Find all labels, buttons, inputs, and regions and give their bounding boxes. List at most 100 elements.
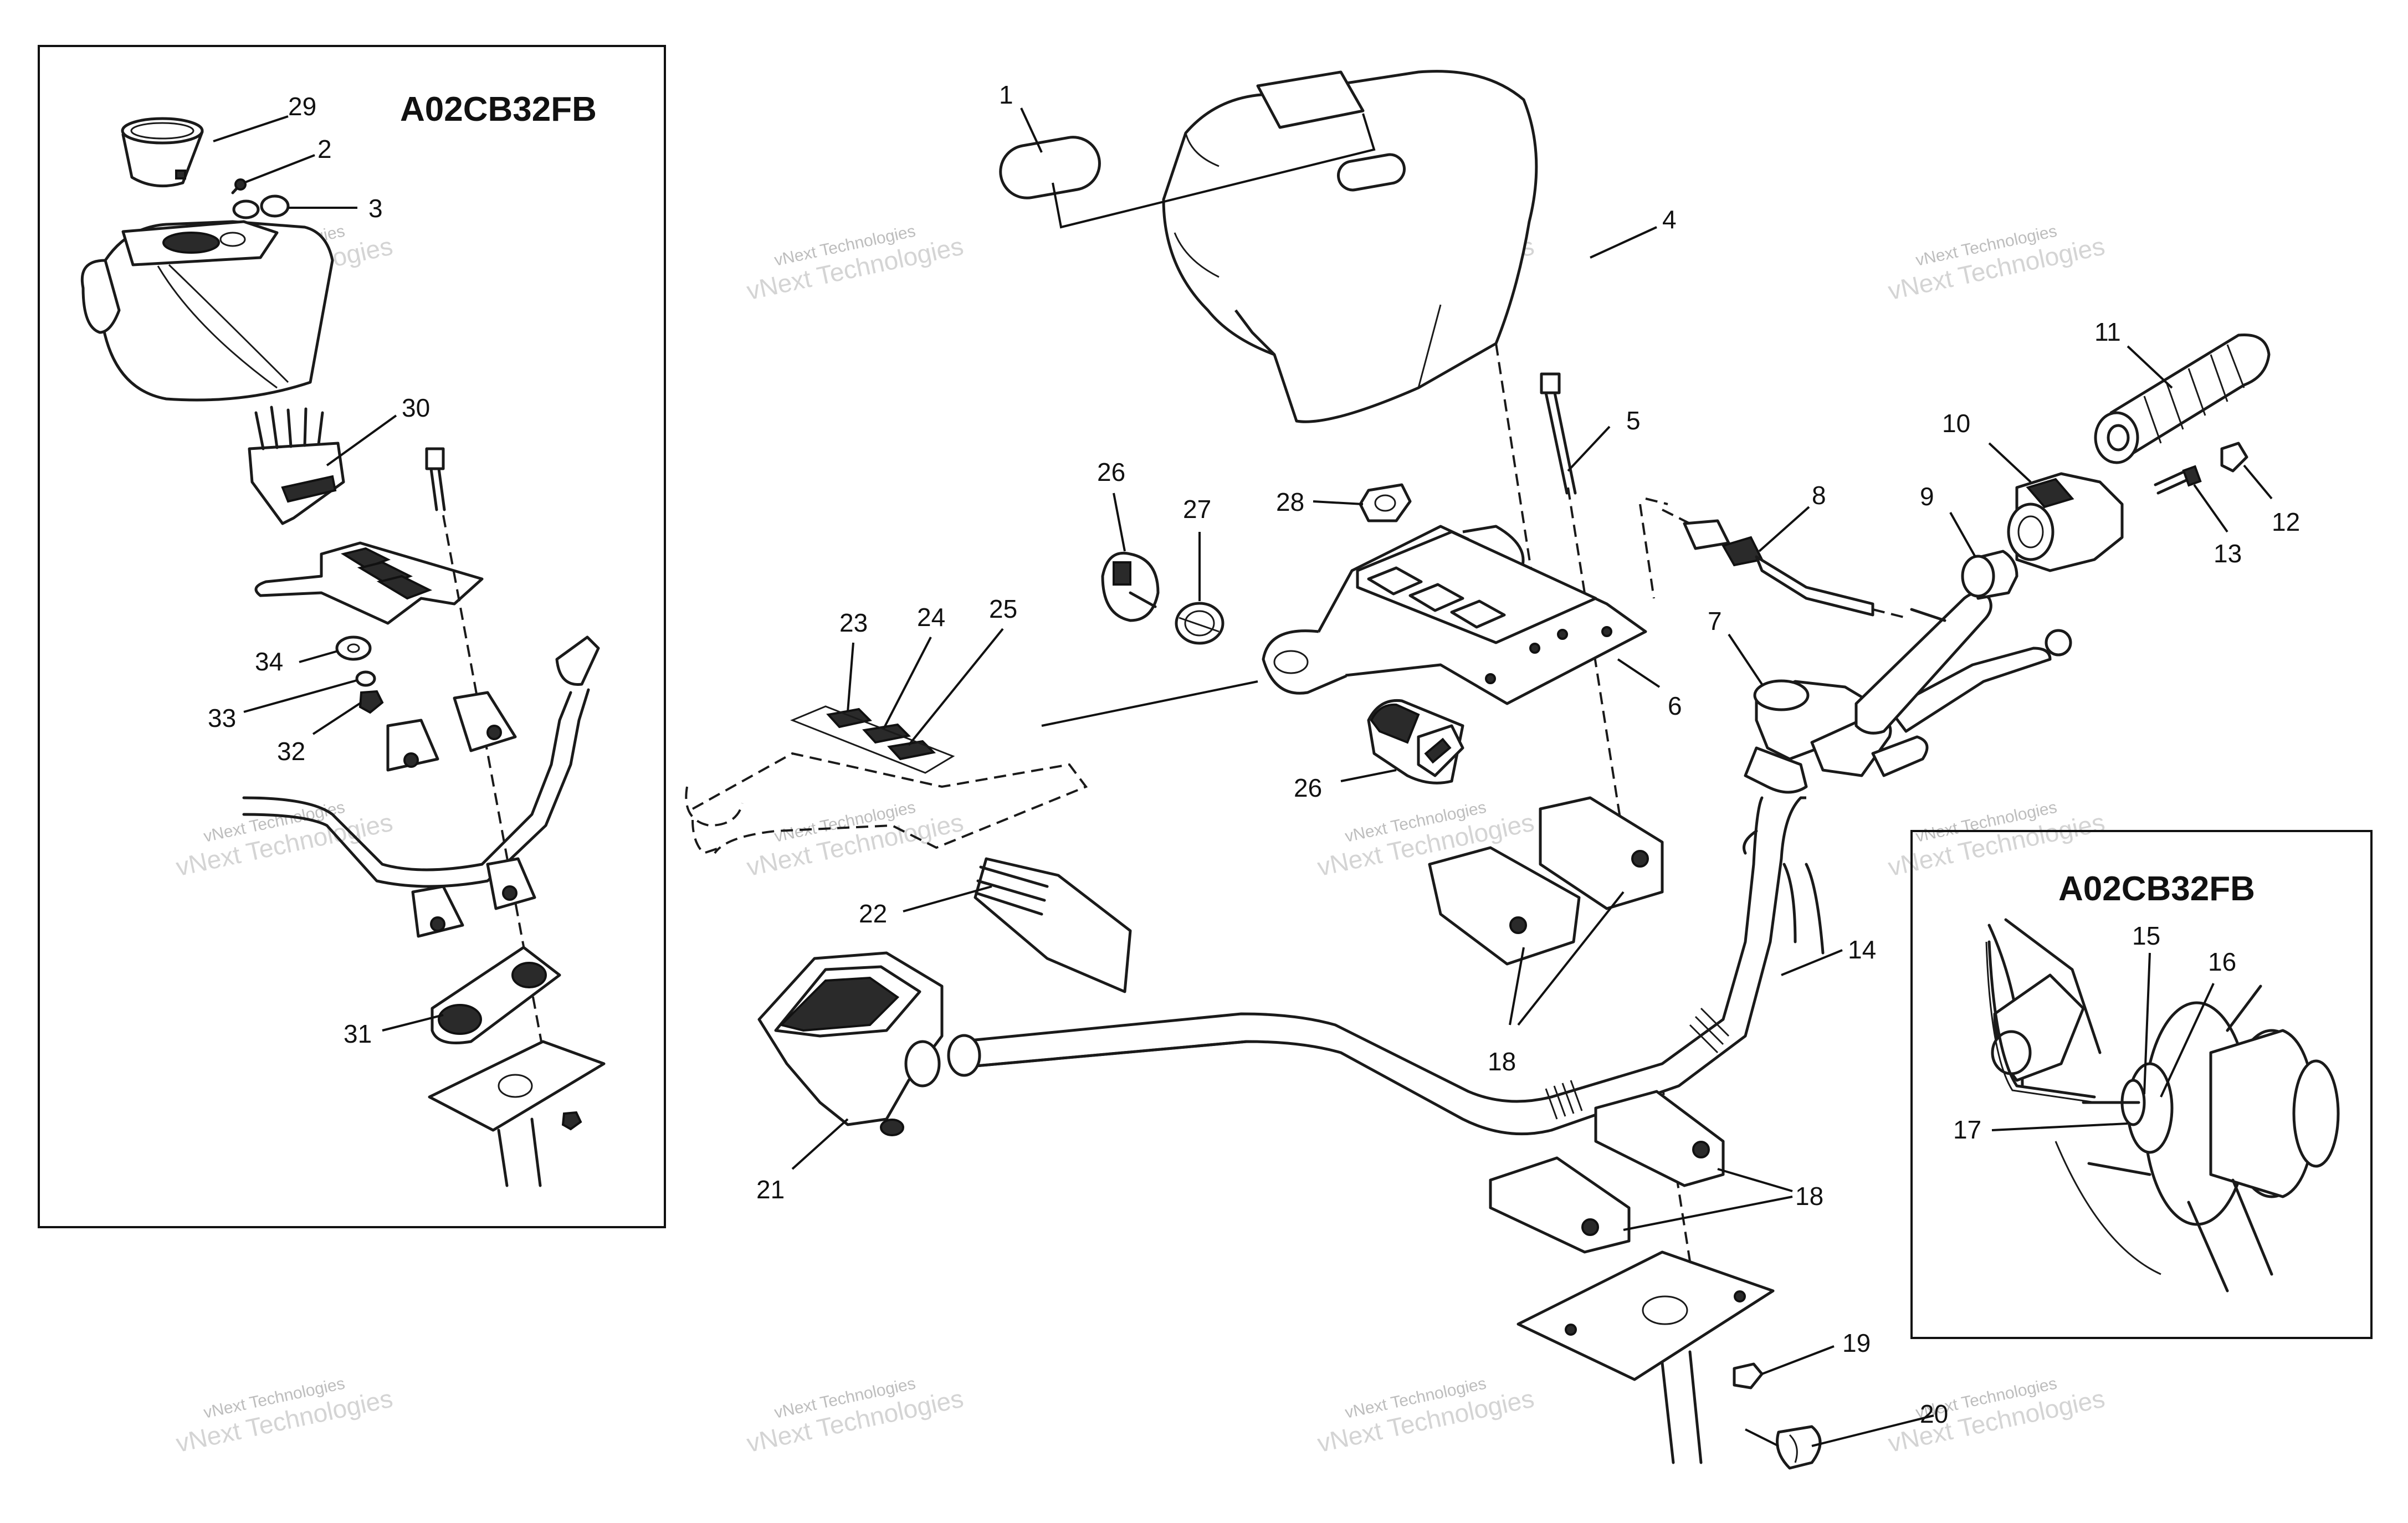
brake-lever-part	[1888, 629, 2072, 733]
callout-13: 13	[2214, 539, 2242, 568]
base-plate-part	[1516, 1250, 1775, 1464]
leader-18b-2	[1717, 1168, 1793, 1192]
inset-handlebar-part	[242, 635, 600, 888]
left-switch-housing-part	[757, 951, 944, 1136]
ignition-switch-part	[1101, 551, 1160, 622]
switch-assembly-part	[1367, 699, 1464, 784]
leader-11	[2127, 345, 2173, 389]
collar-part	[1961, 550, 2018, 600]
ribbon-cable-part	[974, 857, 1132, 993]
callout-33: 33	[208, 704, 236, 732]
leader-25	[908, 628, 1004, 746]
watermark: vNext Technologies vNext Technologies	[744, 798, 966, 882]
leader-33	[243, 679, 357, 713]
screw-part	[2154, 465, 2202, 495]
callout-26a: 26	[1097, 458, 1125, 486]
right-inset: A02CB32FB	[1910, 830, 2373, 1339]
leader-20	[1811, 1414, 1934, 1447]
callout-32: 32	[277, 737, 305, 766]
leader-10	[1988, 442, 2032, 483]
handlebar-cover-part	[1162, 70, 1538, 423]
bolt-part	[425, 447, 446, 511]
callout-9: 9	[1920, 482, 1934, 511]
end-cap-part	[2220, 442, 2248, 473]
leader-30	[326, 414, 397, 466]
leader-24	[883, 637, 932, 729]
brake-hub-part	[1985, 918, 2340, 1293]
leader-16	[2160, 983, 2215, 1098]
callout-14: 14	[1848, 935, 1876, 964]
leader-8	[1758, 506, 1810, 552]
callout-8: 8	[1812, 481, 1826, 510]
switch-decal-part	[685, 705, 1088, 855]
grip-pad-part	[999, 136, 1101, 199]
leader-18a-1	[1509, 947, 1525, 1025]
hex-nut-part	[1359, 483, 1412, 522]
watermark: vNext Technologies vNext Technologies	[1886, 222, 2107, 306]
leader-26b	[1340, 769, 1397, 782]
callout-23: 23	[839, 608, 868, 637]
callout-19: 19	[1842, 1329, 1871, 1357]
callout-22: 22	[859, 899, 887, 928]
cable-adjuster-part	[1662, 509, 1946, 622]
assembly-line	[1645, 498, 1668, 505]
callout-10: 10	[1942, 409, 1970, 438]
leader-9	[1949, 512, 1976, 557]
leader-12	[2243, 464, 2273, 500]
left-inset-title: A02CB32FB	[400, 90, 597, 129]
watermarks: vNext Technologies vNext Technologies vN…	[173, 222, 2107, 1458]
leader-13	[2193, 484, 2228, 533]
leader-7	[1728, 633, 1763, 685]
leader-18b-1	[1623, 1196, 1793, 1231]
assembly-line	[1639, 504, 1655, 599]
callout-28: 28	[1276, 488, 1304, 516]
watermark: vNext Technologies vNext Technologies	[1886, 798, 2107, 882]
callout-2: 2	[317, 135, 332, 163]
leader-22	[903, 885, 992, 912]
callout-20: 20	[1920, 1399, 1948, 1428]
callout-18a: 18	[1488, 1047, 1516, 1076]
left-inset-frame	[38, 45, 666, 1228]
switch-plate-part	[1262, 525, 1647, 705]
callout-30: 30	[402, 393, 430, 422]
callout-17: 17	[1953, 1115, 1981, 1144]
leader-2	[243, 154, 315, 184]
callout-24: 24	[917, 603, 945, 632]
base-plate-part	[428, 1040, 606, 1187]
leader-18a-2	[1517, 891, 1625, 1026]
callout-1: 1	[999, 80, 1013, 109]
connector-block-part	[248, 406, 345, 525]
left-inset: A02CB32FB	[38, 45, 666, 1228]
callout-12: 12	[2272, 507, 2300, 536]
callout-18b: 18	[1795, 1182, 1823, 1211]
small-screw-part	[231, 178, 247, 194]
leader-14	[1781, 949, 1843, 976]
leader-5	[1567, 425, 1611, 472]
watermark: vNext Technologies vNext Technologies	[173, 1375, 395, 1458]
flat-washer-part	[335, 635, 372, 661]
leader-harness	[1041, 680, 1258, 727]
callout-4: 4	[1662, 205, 1677, 234]
throttle-housing-part	[2007, 472, 2124, 572]
callout-15: 15	[2132, 921, 2160, 950]
upper-clamp-part	[1428, 796, 1664, 966]
callout-26b: 26	[1294, 773, 1322, 802]
leader-17	[1991, 1122, 2128, 1131]
leader-32	[312, 701, 362, 735]
leader-19	[1761, 1345, 1835, 1375]
callout-7: 7	[1708, 607, 1722, 635]
callout-6: 6	[1668, 691, 1682, 720]
callout-29: 29	[288, 92, 316, 121]
leader-1	[1020, 107, 1043, 153]
watermark: vNext Technologies vNext Technologies	[744, 1375, 966, 1458]
leader-23	[847, 642, 854, 712]
leader-15	[2143, 952, 2151, 1095]
riser-part	[431, 946, 561, 1044]
leader-20b	[1745, 1428, 1779, 1447]
bolt-part	[1540, 372, 1577, 495]
watermark: vNext Technologies vNext Technologies	[744, 222, 966, 306]
hex-nut-part	[1733, 1362, 1764, 1389]
bezel-ring-part	[1175, 602, 1225, 645]
watermark: vNext Technologies vNext Technologies	[173, 798, 395, 882]
